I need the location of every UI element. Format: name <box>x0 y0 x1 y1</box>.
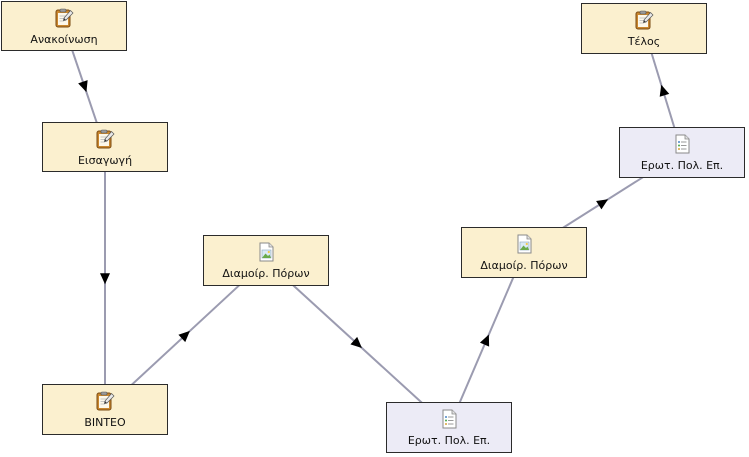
node-introduction[interactable]: Εισαγωγή <box>42 122 168 172</box>
node-label: Τέλος <box>627 35 661 48</box>
arrowhead-quiz2-end <box>659 84 670 97</box>
checklist-icon <box>671 133 693 155</box>
arrowhead-video-share1 <box>178 330 190 343</box>
notepad-pencil-icon <box>53 7 75 29</box>
node-label: ΒΙΝΤΕΟ <box>84 416 126 429</box>
arrowhead-announce-intro <box>78 80 88 93</box>
notepad-pencil-icon <box>94 128 116 150</box>
checklist-icon <box>438 408 460 430</box>
node-label: Ερωτ. Πολ. Επ. <box>640 159 724 172</box>
node-resource-sharing-2[interactable]: Διαμοίρ. Πόρων <box>461 227 587 278</box>
notepad-pencil-icon <box>633 9 655 31</box>
node-label: Διαμοίρ. Πόρων <box>480 259 568 272</box>
image-file-icon <box>513 233 535 255</box>
notepad-pencil-icon <box>94 390 116 412</box>
node-label: Ανακοίνωση <box>30 32 98 46</box>
arrowhead-share2-quiz2 <box>596 199 609 210</box>
arrowhead-intro-video <box>100 273 110 285</box>
arrowhead-quiz1-share2 <box>479 334 490 347</box>
node-video[interactable]: ΒΙΝΤΕΟ <box>42 384 168 435</box>
node-announcement[interactable]: Ανακοίνωση <box>1 1 127 51</box>
node-resource-sharing-1[interactable]: Διαμοίρ. Πόρων <box>203 235 329 286</box>
node-label: Εισαγωγή <box>77 153 133 167</box>
arrowhead-share1-quiz1 <box>350 336 362 349</box>
node-multiple-choice-2[interactable]: Ερωτ. Πολ. Επ. <box>619 127 745 178</box>
node-label: Διαμοίρ. Πόρων <box>222 267 310 280</box>
node-label: Ερωτ. Πολ. Επ. <box>407 434 491 447</box>
image-file-icon <box>255 241 277 263</box>
node-multiple-choice-1[interactable]: Ερωτ. Πολ. Επ. <box>386 402 512 453</box>
node-end[interactable]: Τέλος <box>581 3 707 54</box>
